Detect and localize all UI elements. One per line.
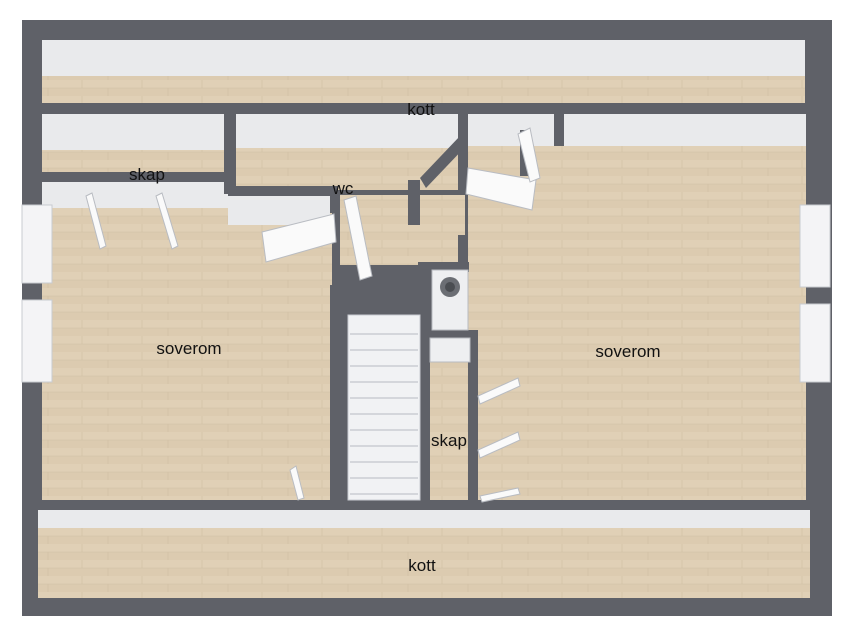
staircase (347, 314, 421, 501)
door-kott-right[interactable] (517, 127, 541, 183)
room-label-wc: wc (332, 179, 354, 198)
inner-walls (30, 103, 810, 510)
window-left-upper (21, 204, 53, 284)
room-label-skap-left: skap (129, 165, 165, 184)
floor-soverom-right (468, 114, 806, 500)
room-labels: kott skap wc soverom soverom skap kott (129, 100, 661, 575)
doors (85, 127, 541, 503)
room-label-kott-bottom: kott (408, 556, 436, 575)
window-left-lower (21, 299, 53, 383)
door-skap-mid-3[interactable] (479, 487, 521, 503)
window-right-upper (799, 204, 831, 288)
door-soverom-right[interactable] (465, 167, 537, 211)
door-skap-left-1[interactable] (85, 192, 107, 250)
door-wc[interactable] (261, 213, 337, 263)
room-label-kott-top: kott (407, 100, 435, 119)
room-label-skap-mid: skap (431, 431, 467, 450)
door-soverom-left[interactable] (289, 465, 305, 501)
room-label-soverom-left: soverom (156, 339, 221, 358)
door-skap-mid-1[interactable] (477, 377, 521, 405)
room-label-soverom-right: soverom (595, 342, 660, 361)
windows (21, 204, 831, 383)
wall-faces (38, 40, 810, 528)
floor-skap-mid (430, 360, 470, 500)
door-wc-hall[interactable] (343, 195, 373, 281)
window-right-lower (799, 303, 831, 383)
door-skap-mid-2[interactable] (477, 431, 521, 459)
chimney (429, 269, 471, 363)
door-skap-left-2[interactable] (155, 192, 179, 250)
